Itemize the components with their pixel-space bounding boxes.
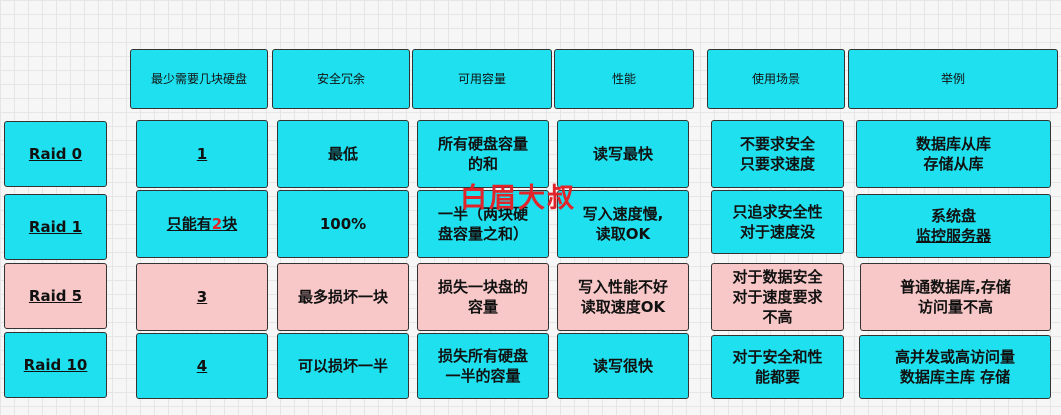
raid5-example: 普通数据库,存储 访问量不高 xyxy=(860,263,1051,331)
header-scenario: 使用场景 xyxy=(707,49,845,109)
row-label-raid1: Raid 1 xyxy=(4,194,107,260)
raid10-redundancy: 可以损坏一半 xyxy=(277,333,409,399)
raid0-capacity: 所有硬盘容量 的和 xyxy=(417,120,549,188)
raid1-scenario: 只追求安全性 对于速度没 xyxy=(711,190,844,254)
header-min-disks: 最少需要几块硬盘 xyxy=(130,49,268,109)
raid0-disks: 1 xyxy=(136,120,268,188)
raid1-performance: 写入速度慢, 读取OK xyxy=(557,190,689,258)
header-redundancy: 安全冗余 xyxy=(272,49,410,109)
raid1-example-line1: 系统盘 xyxy=(930,206,976,225)
raid0-example: 数据库从库 存储从库 xyxy=(856,120,1051,188)
header-capacity: 可用容量 xyxy=(412,49,552,109)
raid1-disks: 只能有2块 xyxy=(136,190,268,258)
raid1-capacity: 一半（两块硬 盘容量之和） xyxy=(417,190,549,258)
header-performance: 性能 xyxy=(554,49,694,109)
row-label-raid0: Raid 0 xyxy=(4,121,107,187)
raid5-redundancy: 最多损坏一块 xyxy=(277,263,409,331)
row-label-raid5: Raid 5 xyxy=(4,263,107,329)
row-label-raid10: Raid 10 xyxy=(4,332,107,398)
raid0-performance: 读写最快 xyxy=(557,120,689,188)
raid0-scenario: 不要求安全 只要求速度 xyxy=(711,120,844,188)
raid5-capacity: 损失一块盘的 容量 xyxy=(417,263,549,331)
header-example: 举例 xyxy=(848,49,1058,109)
raid5-scenario: 对于数据安全 对于速度要求 不高 xyxy=(711,263,844,331)
raid10-example: 高并发或高访问量 数据库主库 存储 xyxy=(859,335,1051,399)
raid10-disks: 4 xyxy=(136,333,268,399)
raid1-redundancy: 100% xyxy=(277,190,409,258)
raid5-disks: 3 xyxy=(136,263,268,331)
raid10-performance: 读写很快 xyxy=(557,333,689,399)
raid1-example: 系统盘 监控服务器 xyxy=(856,194,1051,258)
watermark-text: 白眉大叔 xyxy=(460,183,576,214)
raid5-performance: 写入性能不好 读取速度OK xyxy=(557,263,689,331)
raid0-redundancy: 最低 xyxy=(277,120,409,188)
raid10-scenario: 对于安全和性 能都要 xyxy=(711,335,844,399)
raid1-disks-text: 只能有2块 xyxy=(166,214,238,233)
raid1-example-line2: 监控服务器 xyxy=(915,227,991,245)
raid10-capacity: 损失所有硬盘 一半的容量 xyxy=(417,333,549,399)
